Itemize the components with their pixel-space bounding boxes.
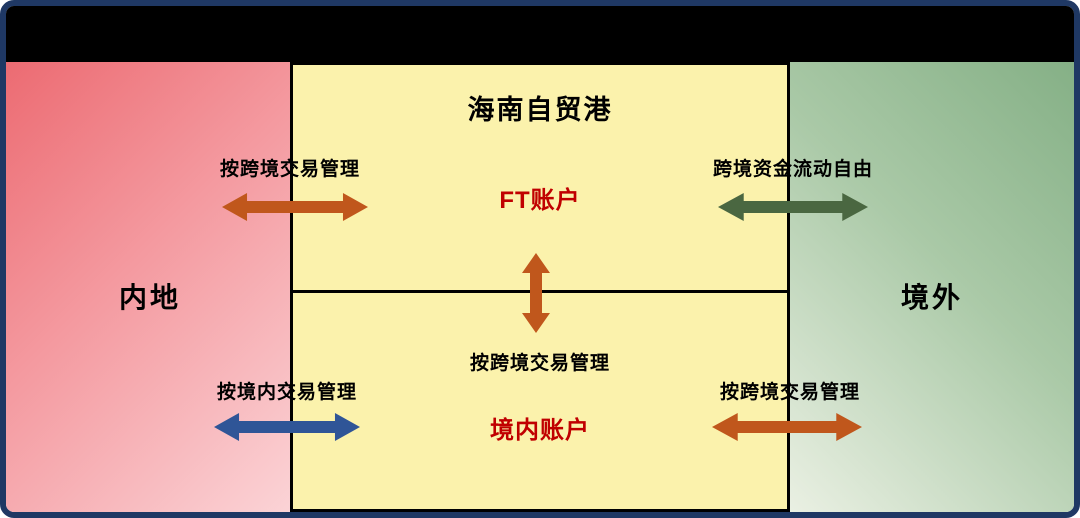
- bottom-right-arrow-label: 按跨境交易管理: [719, 382, 860, 403]
- double-arrow-icon: [712, 413, 862, 441]
- double-arrow-icon-bottom-left: [214, 412, 360, 442]
- overseas-label: 境外: [900, 282, 963, 313]
- top-bar: [6, 6, 1074, 62]
- bottom-left-arrow-label: 按境内交易管理: [216, 382, 357, 403]
- ft-account-label: FT账户: [499, 187, 581, 214]
- double-arrow-icon: [718, 193, 868, 221]
- domestic-account-label: 境内账户: [490, 417, 590, 444]
- double-arrow-icon-top-left: [222, 192, 368, 222]
- double-arrow-icon-bottom-right: [712, 412, 862, 442]
- double-arrow-icon-top-right: [718, 192, 868, 222]
- account-box-outline: [290, 62, 790, 512]
- top-right-arrow-label: 跨境资金流动自由: [712, 159, 873, 180]
- top-left-arrow-label: 按跨境交易管理: [219, 159, 360, 180]
- double-arrow-icon-center-vertical: [521, 253, 551, 333]
- hainan-ftp-title: 海南自贸港: [467, 95, 613, 125]
- mainland-label: 内地: [118, 282, 181, 313]
- double-arrow-icon: [522, 253, 550, 333]
- mainland-zone: [6, 62, 290, 512]
- double-arrow-icon: [222, 193, 368, 221]
- center-arrow-label: 按跨境交易管理: [469, 353, 610, 374]
- double-arrow-icon: [214, 413, 360, 441]
